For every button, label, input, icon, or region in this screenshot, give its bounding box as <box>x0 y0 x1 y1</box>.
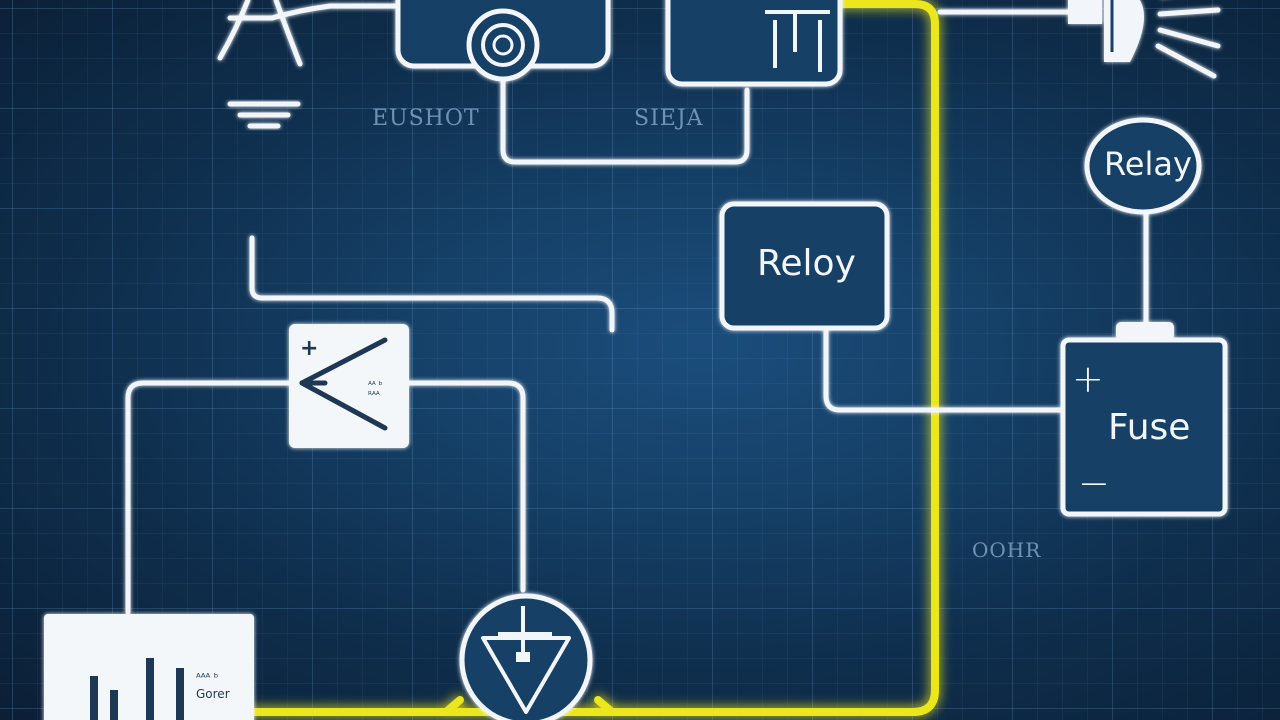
meter-line-2: Gorer <box>196 687 230 701</box>
fuse-plus-sign: + <box>1072 357 1104 401</box>
relay-box-label: Reloy <box>757 243 856 284</box>
fuse-minus-sign: − <box>1078 461 1110 505</box>
ground-icon <box>227 101 301 129</box>
motor-icon <box>395 0 611 82</box>
relay-circle-label: Relay <box>1104 145 1192 183</box>
right-caption: OOHR <box>972 538 1042 562</box>
fuse-icon <box>1060 322 1228 517</box>
meter-line-1: ᴬᴬᴬ ᵇ <box>196 671 219 684</box>
top-middle-caption: SIEJA <box>634 106 704 131</box>
white-wires <box>125 0 1149 615</box>
relay-circle-icon <box>1084 117 1202 215</box>
top-left-caption: EUSHOT <box>372 106 480 131</box>
relay-box <box>719 201 890 331</box>
switch-plus-sign: + <box>300 336 319 361</box>
switch-mini-text: ᴬᴬ ᵇ ᴿᴬᴬ <box>368 381 383 401</box>
triangle-sensor-icon <box>459 593 593 720</box>
highlight-wire <box>236 0 939 716</box>
diode-switch-icon <box>289 324 409 448</box>
meter-icon <box>44 614 254 720</box>
fuse-label: Fuse <box>1108 407 1191 448</box>
lamp-icon <box>1068 0 1221 79</box>
switch-icon <box>665 0 843 87</box>
